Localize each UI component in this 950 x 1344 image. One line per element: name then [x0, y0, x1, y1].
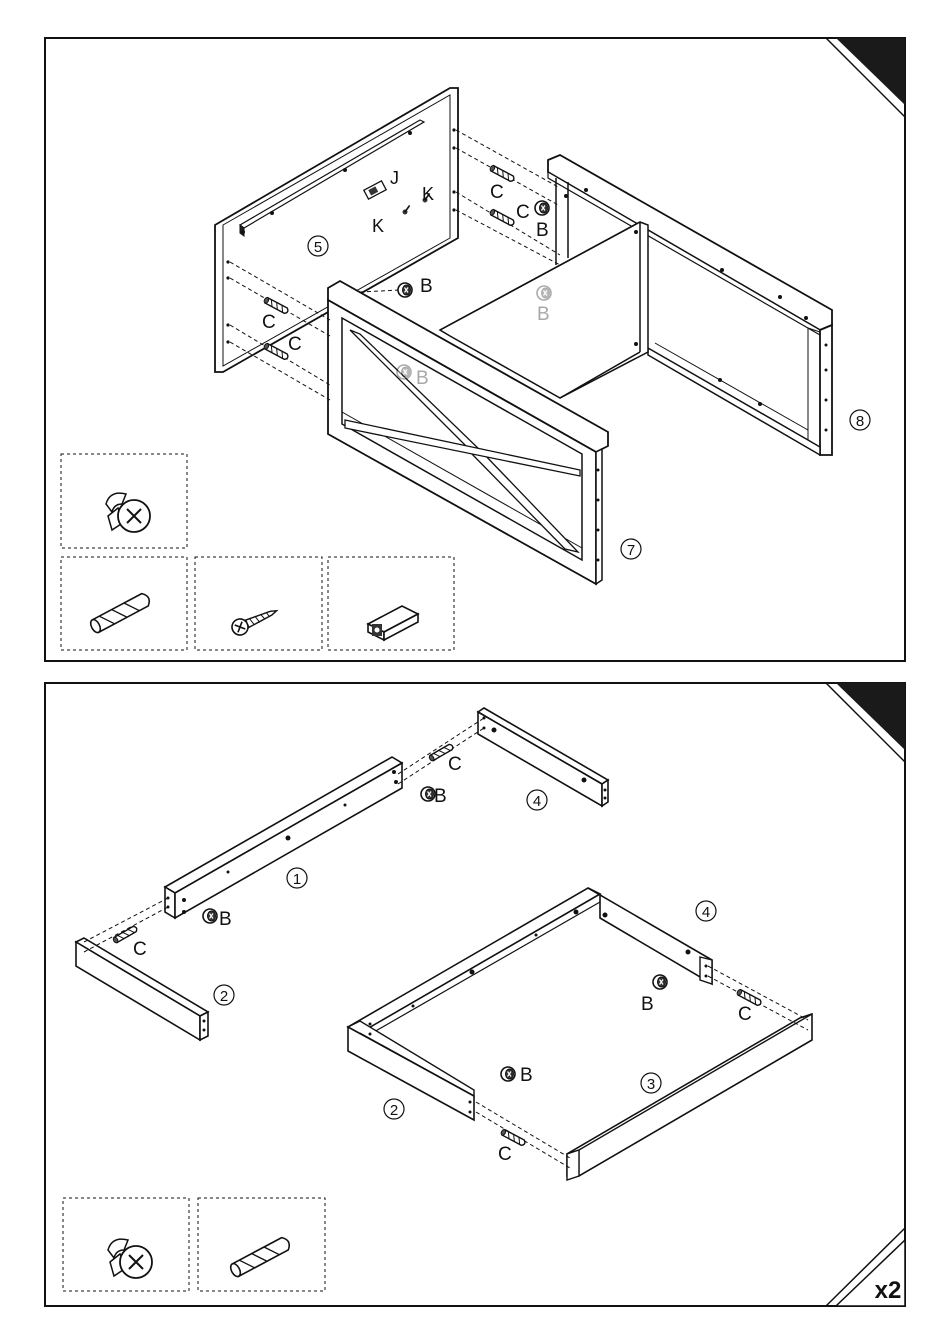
label-J: J [390, 168, 399, 188]
label-B-center: B [420, 276, 433, 297]
label-C-top: C [490, 182, 504, 203]
label-B-frame-right: B [641, 994, 654, 1015]
step-bottom-panel: x2 [45, 683, 905, 1306]
label-C-left: C [133, 939, 147, 960]
label-B-frame-front: B [520, 1065, 533, 1086]
label-K-left: K [372, 216, 384, 236]
svg-text:1: 1 [293, 871, 301, 888]
label-B-right: B [536, 220, 549, 241]
svg-text:3: 3 [647, 1076, 655, 1093]
label-K-right: K [422, 184, 434, 204]
svg-text:2: 2 [220, 988, 228, 1005]
part-number-1: 1 [287, 868, 307, 888]
label-B-left: B [219, 909, 232, 930]
label-C-top: C [448, 754, 462, 775]
part-number-5: 5 [308, 236, 328, 256]
label-C-frame-right: C [738, 1004, 752, 1025]
label-B-ghost-front: B [416, 368, 429, 389]
label-C-left1: C [262, 312, 276, 333]
part-number-3: 3 [641, 1073, 661, 1093]
svg-text:8: 8 [856, 413, 864, 430]
label-B-top: B [434, 786, 447, 807]
label-C-mid: C [516, 202, 530, 223]
svg-text:4: 4 [702, 904, 710, 921]
label-C-frame-front: C [498, 1144, 512, 1165]
part-number-4-frame: 4 [696, 901, 716, 921]
step-top-panel: J K K C C B B B B C C 5 7 8 [45, 38, 905, 661]
svg-text:4: 4 [533, 793, 541, 810]
part-number-4-top: 4 [527, 790, 547, 810]
svg-text:5: 5 [314, 239, 322, 256]
quantity-badge: x2 [875, 1277, 902, 1304]
part-number-8: 8 [850, 410, 870, 430]
svg-text:7: 7 [627, 542, 635, 559]
label-C-left2: C [288, 334, 302, 355]
part-number-7: 7 [621, 539, 641, 559]
part-number-2-left: 2 [214, 985, 234, 1005]
svg-text:2: 2 [390, 1102, 398, 1119]
label-B-ghost-back: B [537, 304, 550, 325]
part-number-2-frame: 2 [384, 1099, 404, 1119]
